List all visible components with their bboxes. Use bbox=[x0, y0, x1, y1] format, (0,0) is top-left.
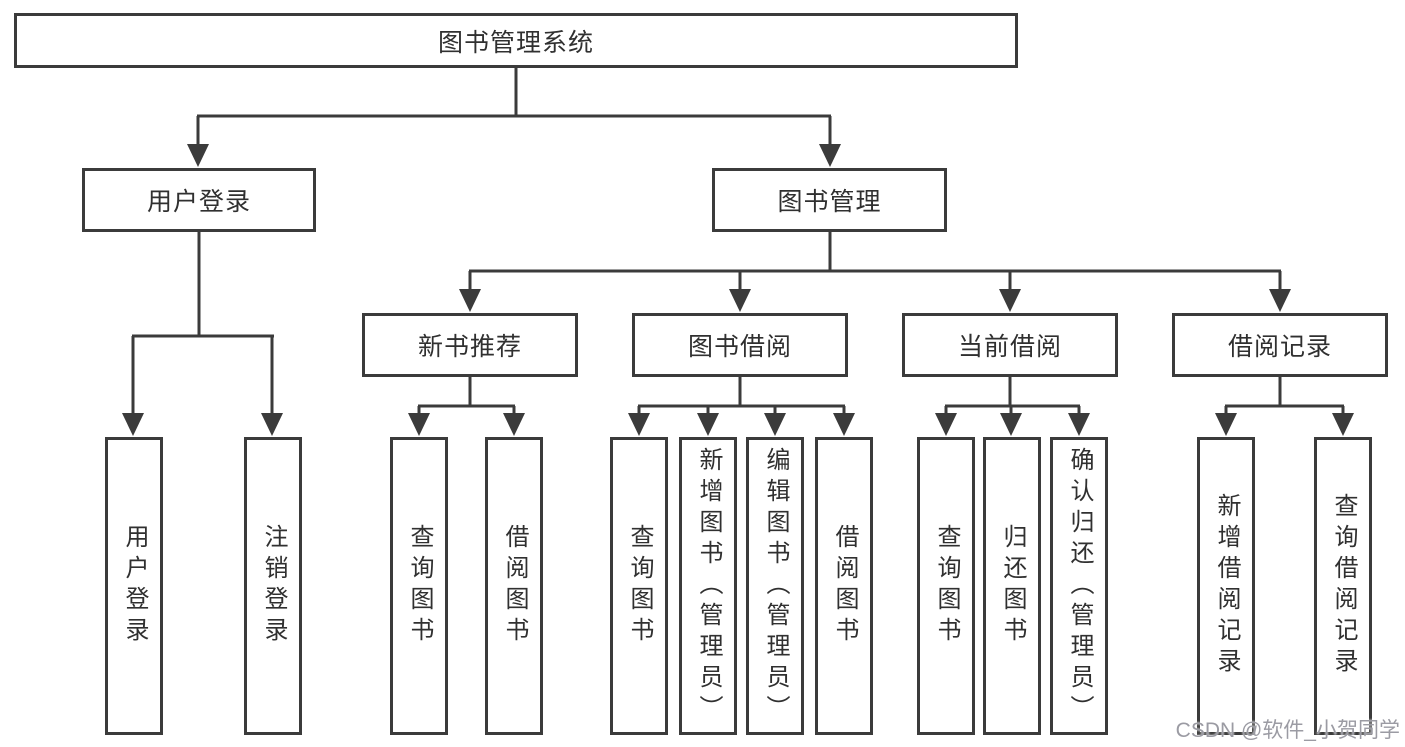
leaf-query-books-recommend: 查询图书 bbox=[390, 437, 448, 735]
leaf-label: 新增图书（管理员） bbox=[695, 446, 722, 726]
node-book-management: 图书管理 bbox=[712, 168, 947, 232]
leaf-label: 确认归还（管理员） bbox=[1066, 446, 1093, 726]
leaf-label: 编辑图书（管理员） bbox=[762, 446, 789, 726]
leaf-borrow-books: 借阅图书 bbox=[815, 437, 873, 735]
node-borrow-records: 借阅记录 bbox=[1172, 313, 1388, 377]
leaf-label: 借阅图书 bbox=[501, 524, 528, 648]
leaf-label: 注销登录 bbox=[260, 524, 287, 648]
leaf-label: 查询图书 bbox=[626, 524, 653, 648]
leaf-query-books-borrow: 查询图书 bbox=[610, 437, 668, 735]
leaf-user-login: 用户登录 bbox=[105, 437, 163, 735]
leaf-label: 查询图书 bbox=[933, 524, 960, 648]
leaf-logout: 注销登录 bbox=[244, 437, 302, 735]
node-user-login-group: 用户登录 bbox=[82, 168, 316, 232]
leaf-add-borrow-record: 新增借阅记录 bbox=[1197, 437, 1255, 735]
leaf-label: 用户登录 bbox=[121, 524, 148, 648]
leaf-query-borrow-record: 查询借阅记录 bbox=[1314, 437, 1372, 735]
leaf-edit-book-admin: 编辑图书（管理员） bbox=[746, 437, 804, 735]
leaf-query-books-current: 查询图书 bbox=[917, 437, 975, 735]
leaf-label: 查询图书 bbox=[406, 524, 433, 648]
leaf-confirm-return-admin: 确认归还（管理员） bbox=[1050, 437, 1108, 735]
leaf-add-book-admin: 新增图书（管理员） bbox=[679, 437, 737, 735]
watermark: CSDN @软件_小贺同学 bbox=[1175, 719, 1400, 742]
leaf-label: 借阅图书 bbox=[831, 524, 858, 648]
leaf-label: 新增借阅记录 bbox=[1213, 493, 1240, 679]
node-book-borrow: 图书借阅 bbox=[632, 313, 848, 377]
leaf-label: 归还图书 bbox=[999, 524, 1026, 648]
node-new-book-recommend: 新书推荐 bbox=[362, 313, 578, 377]
node-current-borrow: 当前借阅 bbox=[902, 313, 1118, 377]
leaf-borrow-books-recommend: 借阅图书 bbox=[485, 437, 543, 735]
leaf-return-books: 归还图书 bbox=[983, 437, 1041, 735]
leaf-label: 查询借阅记录 bbox=[1330, 493, 1357, 679]
node-root: 图书管理系统 bbox=[14, 13, 1018, 68]
